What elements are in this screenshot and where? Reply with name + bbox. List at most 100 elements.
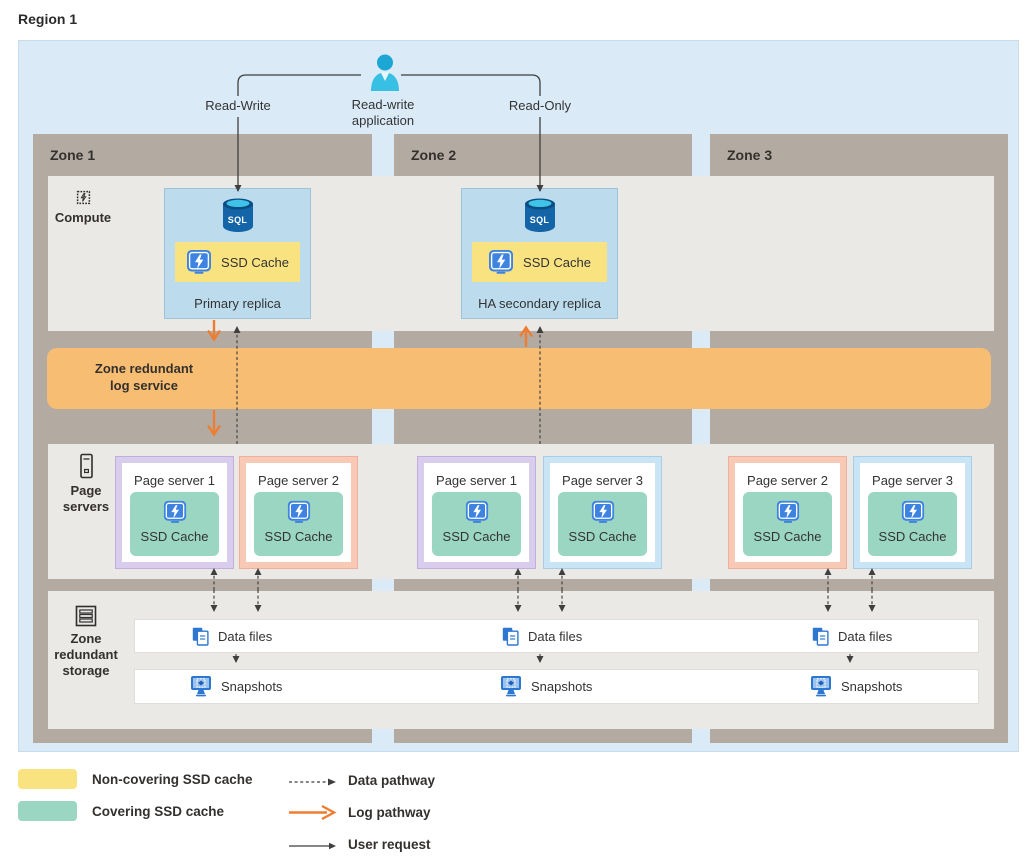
application-label-line1: Read-write (351, 97, 415, 112)
snapshots-label: Snapshots (531, 679, 593, 694)
bracket-right (401, 74, 541, 96)
zone-2-label: Zone 2 (411, 147, 457, 163)
snapshots-item-zone3: Snapshots (810, 670, 902, 703)
data-files-icon (192, 627, 209, 646)
storage-section-label: Zone redundant storage (39, 605, 133, 679)
sql-cylinder-icon (222, 198, 253, 232)
log-service-label-line1: Zone redundant (94, 361, 194, 376)
snapshot-icon (191, 676, 211, 697)
snapshots-label: Snapshots (221, 679, 283, 694)
snapshots-item-zone1: Snapshots (190, 670, 282, 703)
ssd-disk-icon (287, 500, 310, 523)
page-server-title: Page server 3 (872, 473, 953, 488)
snapshot-icon (501, 676, 521, 697)
page-server-inner: Page server 3 SSD Cache (550, 463, 655, 562)
zone-1-label: Zone 1 (50, 147, 96, 163)
ssd-cache-label: SSD Cache (523, 254, 591, 270)
covering-ssd-cache: SSD Cache (130, 492, 219, 556)
data-files-label: Data files (218, 628, 273, 644)
ssd-cache-label: SSD Cache (264, 529, 333, 544)
page-server-inner: Page server 1 SSD Cache (424, 463, 529, 562)
storage-stack-icon (75, 605, 97, 627)
data-files-item-zone1: Data files (192, 620, 272, 652)
read-write-label: Read-Write (188, 98, 288, 114)
page-server-title: Page server 3 (562, 473, 643, 488)
non-covering-ssd-cache-secondary: SSD Cache (472, 242, 607, 282)
storage-label-line2: redundant (54, 647, 118, 662)
ssd-disk-icon (187, 250, 212, 274)
legend-label-non-covering: Non-covering SSD cache (92, 772, 253, 787)
primary-replica-label: Primary replica (194, 296, 281, 311)
log-pathway-arrow-sample (288, 804, 340, 826)
application-label: Read-write application (333, 97, 433, 129)
log-service-label-line2: log service (110, 378, 178, 393)
legend-label-user-request: User request (348, 837, 431, 852)
snapshot-icon (811, 676, 831, 697)
ssd-cache-label: SSD Cache (878, 529, 947, 544)
legend-swatch-covering (18, 801, 77, 821)
snapshots-label: Snapshots (841, 679, 903, 694)
data-files-bar: Data files Data files Data files (134, 619, 979, 653)
ssd-cache-label: SSD Cache (221, 254, 289, 270)
page-servers-label-line2: servers (62, 499, 110, 514)
page-server-title: Page server 2 (747, 473, 828, 488)
ssd-disk-icon (776, 500, 799, 523)
compute-section-label-text: Compute (54, 210, 112, 225)
compute-chip-icon (76, 190, 90, 205)
legend-label-data-pathway: Data pathway (348, 773, 436, 788)
region-container: Zone 1 Zone 2 Zone 3 Zone redundant log … (18, 40, 1019, 752)
ssd-disk-icon (489, 250, 514, 274)
ssd-disk-icon (163, 500, 186, 523)
ha-secondary-replica-label: HA secondary replica (478, 296, 601, 311)
storage-label-line1: Zone (70, 631, 102, 646)
page-server-inner: Page server 3 SSD Cache (860, 463, 965, 562)
data-files-icon (502, 627, 519, 646)
covering-ssd-cache: SSD Cache (254, 492, 343, 556)
snapshots-item-zone2: Snapshots (500, 670, 592, 703)
sql-database-icon: SQL (523, 196, 557, 234)
storage-label-line3: storage (62, 663, 110, 678)
primary-replica-box: SQL SSD Cache Primary replica (164, 188, 311, 319)
application-label-line2: application (351, 113, 415, 128)
zone1-page-server-2: Page server 2 SSD Cache (239, 456, 358, 569)
log-service-label: Zone redundant log service (77, 360, 211, 394)
person-icon (371, 54, 399, 91)
ssd-cache-label: SSD Cache (442, 529, 511, 544)
page-server-inner: Page server 2 SSD Cache (735, 463, 840, 562)
solid-arrow-icon (289, 842, 336, 850)
data-files-item-zone2: Data files (502, 620, 582, 652)
covering-ssd-cache: SSD Cache (558, 492, 647, 556)
data-files-label: Data files (838, 628, 893, 644)
covering-ssd-cache: SSD Cache (743, 492, 832, 556)
storage-section-band (48, 591, 994, 729)
page-server-inner: Page server 2 SSD Cache (246, 463, 351, 562)
data-files-icon (812, 627, 829, 646)
server-icon (79, 453, 93, 479)
page-servers-section-label: Page servers (39, 453, 133, 515)
sql-database-icon: SQL (221, 196, 255, 234)
compute-section-label: Compute (37, 189, 129, 226)
ssd-disk-icon (901, 500, 924, 523)
legend-label-covering: Covering SSD cache (92, 804, 225, 819)
zone3-page-server-2: Page server 2 SSD Cache (728, 456, 847, 569)
page-server-title: Page server 1 (134, 473, 215, 488)
zone2-page-server-3: Page server 3 SSD Cache (543, 456, 662, 569)
covering-ssd-cache: SSD Cache (432, 492, 521, 556)
legend-swatch-non-covering (18, 769, 77, 789)
ha-secondary-replica-box: SQL SSD Cache HA secondary replica (461, 188, 618, 319)
application-user-icon (369, 54, 401, 97)
covering-ssd-cache: SSD Cache (868, 492, 957, 556)
user-request-arrow-sample (288, 839, 340, 857)
legend-label-log-pathway: Log pathway (348, 805, 431, 820)
log-service-band: Zone redundant log service (47, 348, 991, 409)
ssd-cache-label: SSD Cache (753, 529, 822, 544)
sql-icon-text: SQL (227, 215, 248, 225)
zone3-page-server-3: Page server 3 SSD Cache (853, 456, 972, 569)
page-server-title: Page server 2 (258, 473, 339, 488)
page-server-title: Page server 1 (436, 473, 517, 488)
data-pathway-arrow-sample (288, 775, 340, 793)
dashed-arrow-icon (289, 778, 336, 786)
ssd-cache-label: SSD Cache (568, 529, 637, 544)
page-servers-label-line1: Page (70, 483, 102, 498)
